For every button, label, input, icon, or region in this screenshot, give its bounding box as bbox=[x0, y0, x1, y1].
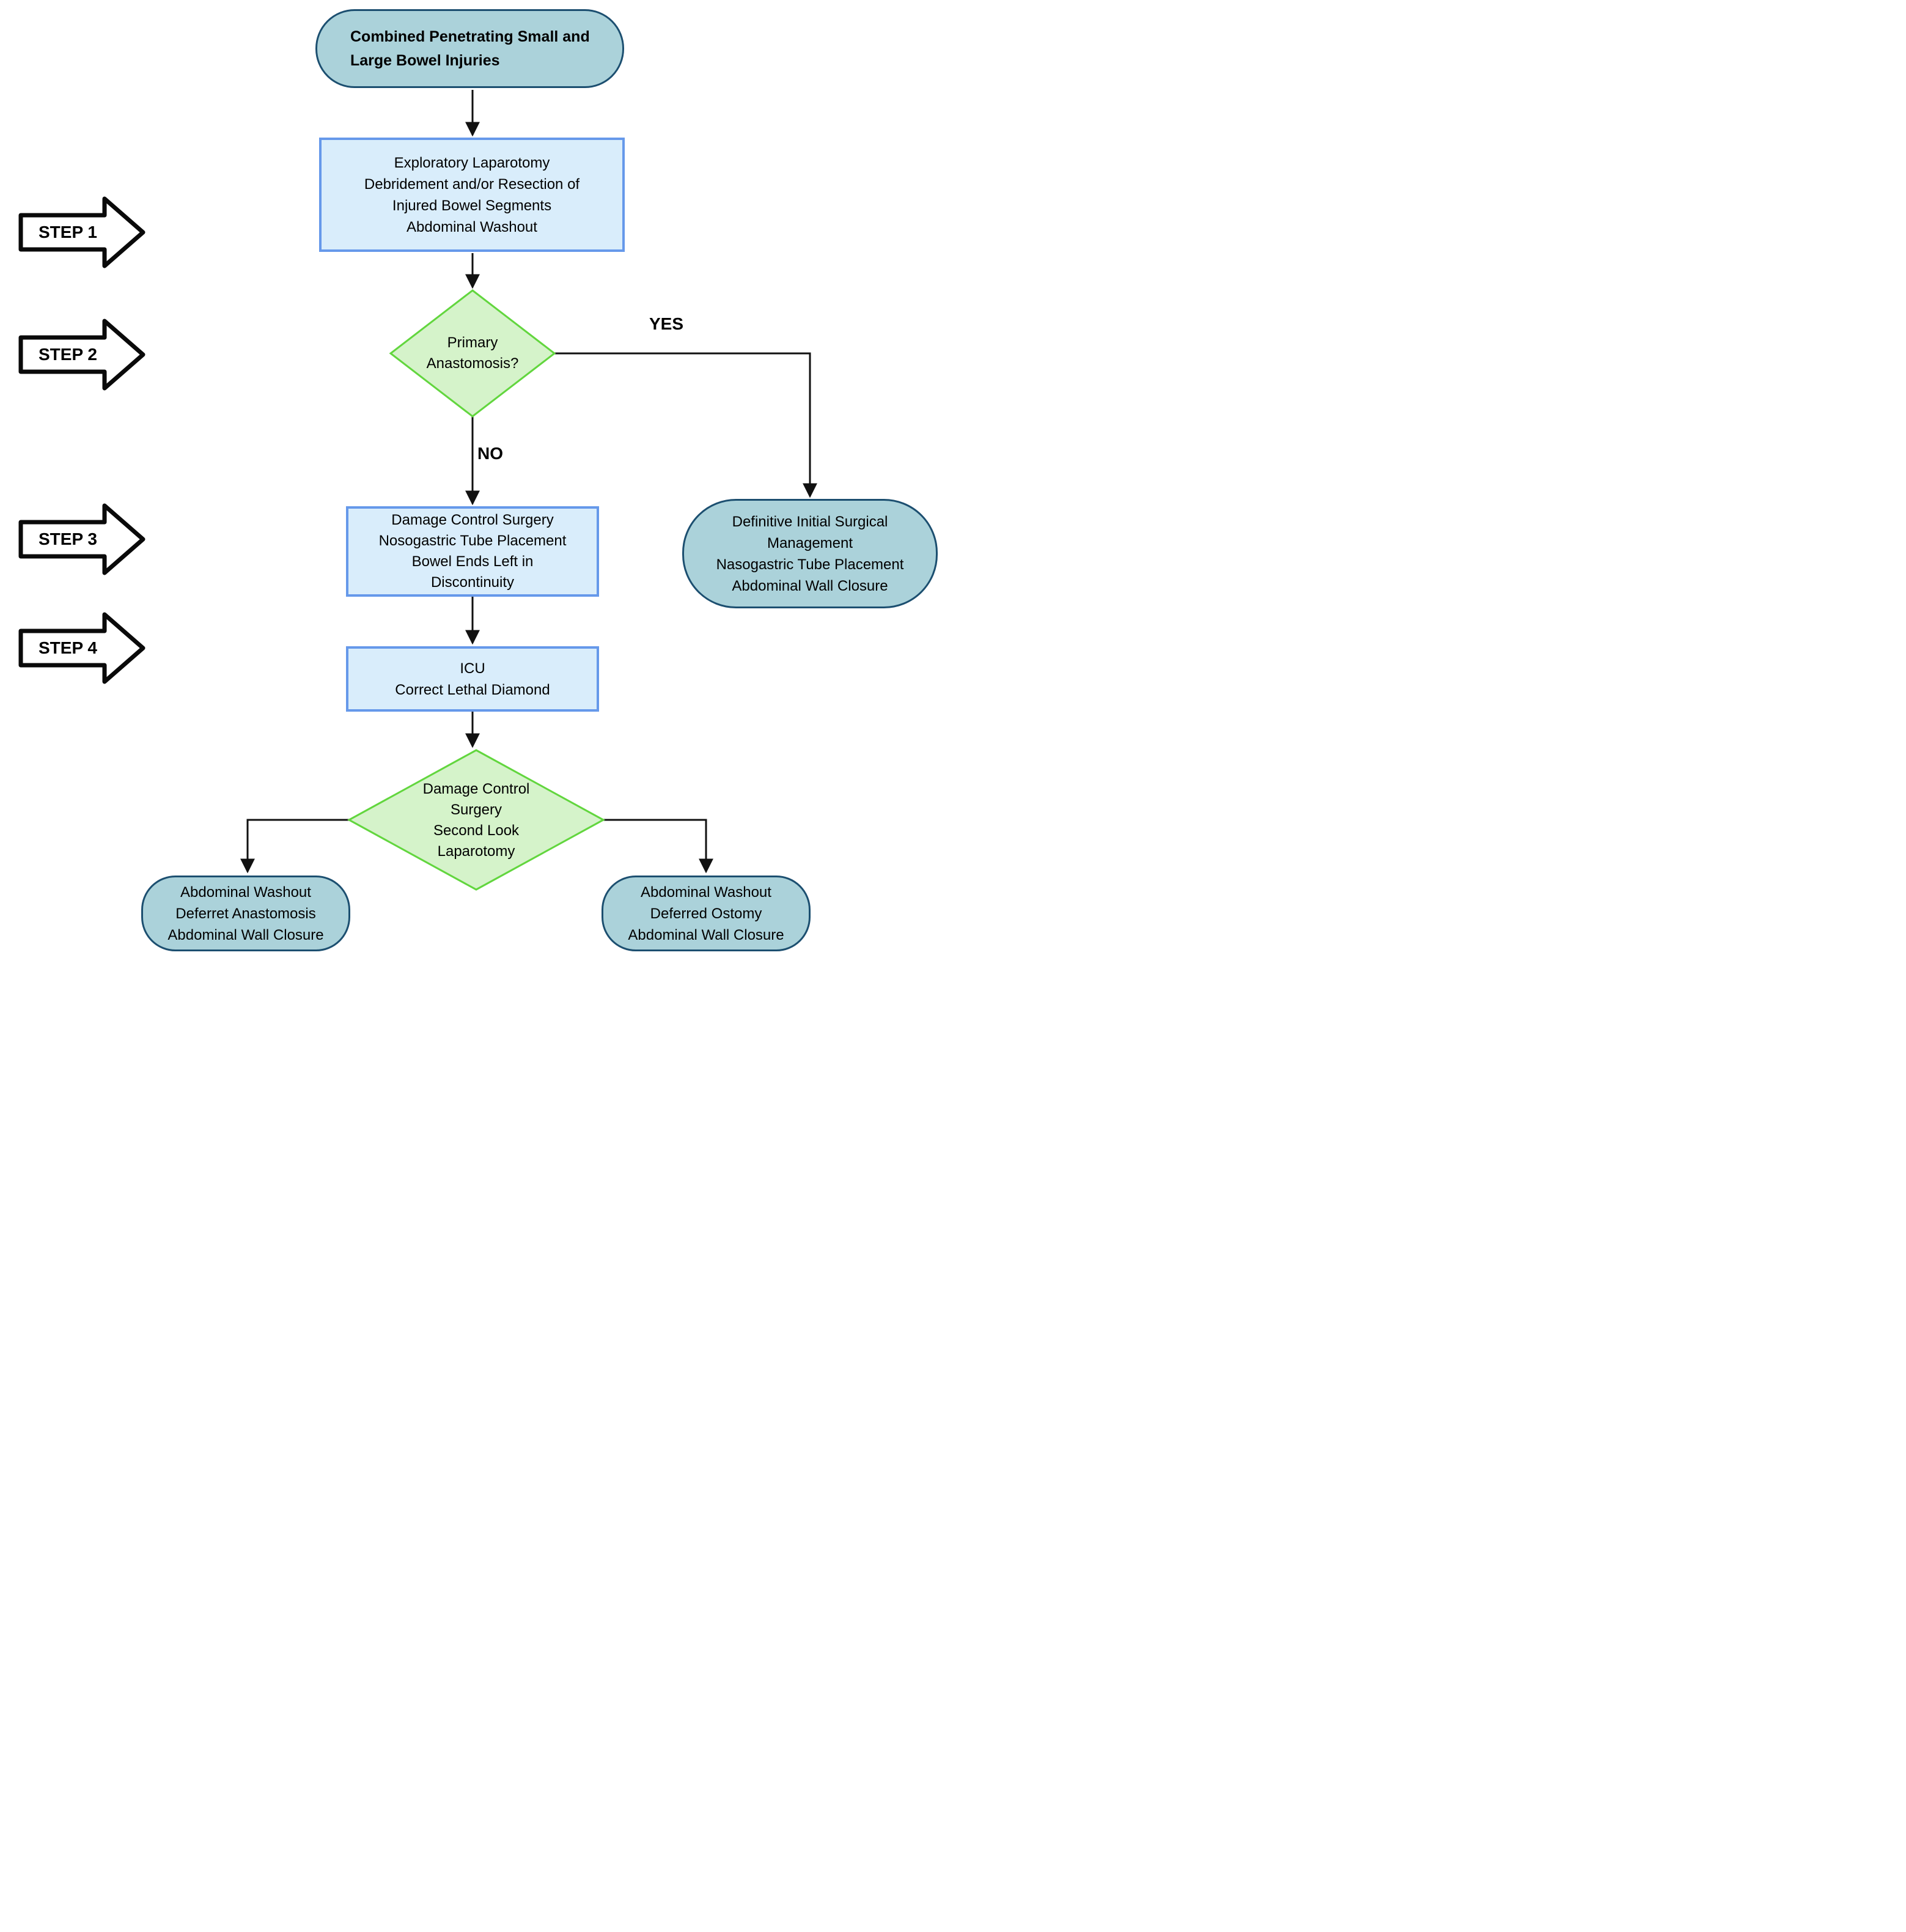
start-line: Combined Penetrating Small and bbox=[350, 28, 590, 45]
deferred-ostomy-line: Abdominal Wall Closure bbox=[628, 926, 784, 943]
laparotomy-node: Exploratory Laparotomy Debridement and/o… bbox=[319, 138, 625, 252]
definitive-line: Definitive Initial Surgical bbox=[732, 513, 888, 530]
step-3-label: STEP 3 bbox=[39, 529, 97, 548]
icu-line: Correct Lethal Diamond bbox=[395, 681, 550, 698]
step-arrow-shape bbox=[18, 612, 145, 684]
step-1-label: STEP 1 bbox=[39, 223, 97, 242]
step-3-arrow: STEP 3 bbox=[16, 500, 153, 579]
step-arrow-shape bbox=[18, 319, 145, 391]
laparotomy-line: Abdominal Washout bbox=[407, 218, 537, 235]
damage-control-node: Damage Control Surgery Nosogastric Tube … bbox=[346, 506, 599, 597]
step-2-arrow: STEP 2 bbox=[16, 315, 153, 394]
deferred-anastomosis-line: Abdominal Wall Closure bbox=[167, 926, 324, 943]
laparotomy-line: Injured Bowel Segments bbox=[392, 197, 552, 214]
edge-second-look-to-ostomy bbox=[603, 819, 713, 874]
edge-second-look-to-anastomosis bbox=[240, 819, 349, 874]
no-label: NO bbox=[477, 444, 503, 463]
laparotomy-line: Debridement and/or Resection of bbox=[364, 175, 580, 193]
deferred-ostomy-node: Abdominal Washout Deferred Ostomy Abdomi… bbox=[602, 876, 811, 951]
primary-anastomosis-text: Primary Anastomosis? bbox=[399, 323, 546, 384]
deferred-anastomosis-line: Abdominal Washout bbox=[180, 883, 311, 901]
step-2-label: STEP 2 bbox=[39, 345, 97, 364]
deferred-ostomy-line: Deferred Ostomy bbox=[650, 905, 762, 922]
damage-control-line: Damage Control Surgery bbox=[391, 512, 554, 528]
step-4-label: STEP 4 bbox=[39, 638, 97, 657]
damage-control-line: Nosogastric Tube Placement bbox=[378, 533, 567, 549]
start-node: Combined Penetrating Small and Large Bow… bbox=[315, 9, 624, 88]
start-line: Large Bowel Injuries bbox=[350, 51, 500, 69]
primary-anastomosis-diamond bbox=[389, 289, 556, 418]
step-4-arrow: STEP 4 bbox=[16, 608, 153, 688]
definitive-line: Nasogastric Tube Placement bbox=[716, 556, 904, 573]
definitive-line: Management bbox=[767, 534, 853, 551]
definitive-line: Abdominal Wall Closure bbox=[732, 577, 888, 594]
yes-label: YES bbox=[649, 314, 684, 333]
deferred-ostomy-line: Abdominal Washout bbox=[641, 883, 771, 901]
decision-line: Laparotomy bbox=[437, 843, 515, 860]
damage-control-line: Bowel Ends Left in bbox=[411, 553, 534, 570]
icu-node: ICU Correct Lethal Diamond bbox=[346, 646, 599, 712]
step-arrow-shape bbox=[18, 503, 145, 575]
step-arrow-shape bbox=[18, 196, 145, 268]
second-look-diamond bbox=[347, 749, 606, 891]
flow-connectors bbox=[240, 90, 817, 891]
second-look-text: Damage Control Surgery Second Look Lapar… bbox=[406, 778, 546, 863]
step-1-arrow: STEP 1 bbox=[16, 193, 153, 272]
deferred-anastomosis-node: Abdominal Washout Deferret Anastomosis A… bbox=[141, 876, 350, 951]
damage-control-line: Discontinuity bbox=[430, 574, 515, 591]
definitive-management-node: Definitive Initial Surgical Management N… bbox=[682, 499, 938, 608]
deferred-anastomosis-line: Deferret Anastomosis bbox=[175, 905, 316, 922]
decision-line: Surgery bbox=[450, 802, 502, 818]
decision-line: Primary bbox=[447, 334, 498, 351]
edge-yes-to-definitive bbox=[554, 352, 817, 498]
icu-line: ICU bbox=[460, 660, 485, 677]
decision-line: Damage Control bbox=[422, 781, 530, 797]
flowchart-canvas: STEP 1 STEP 2 STEP 3 STEP 4 Combined Pen… bbox=[0, 0, 953, 966]
decision-line: Anastomosis? bbox=[426, 355, 519, 372]
decision-line: Second Look bbox=[433, 822, 520, 839]
laparotomy-line: Exploratory Laparotomy bbox=[394, 154, 550, 171]
